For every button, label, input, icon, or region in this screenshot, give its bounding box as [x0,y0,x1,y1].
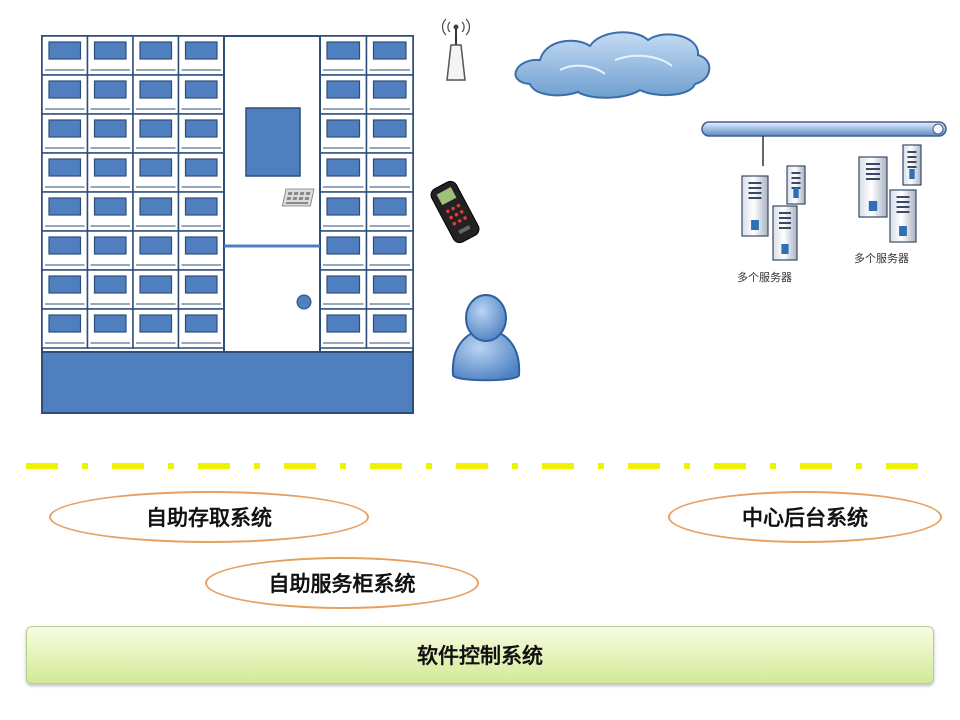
servers-right-label: 多个服务器 [854,252,909,265]
server-icon [889,189,917,243]
server-icon [902,144,922,186]
software-control-system-label: 软件控制系统 [417,644,543,668]
door-screen [245,107,301,177]
antenna-icon [442,18,470,81]
locker-compartment-door [184,275,218,294]
servers-left-label: 多个服务器 [737,271,792,284]
locker-compartment-door [48,119,82,138]
self-access-system-label: 自助存取系统 [146,506,272,530]
locker-compartment-door [93,314,127,333]
cloud-icon [514,31,711,99]
locker-compartment-door [326,236,361,255]
locker-compartment-door [372,275,407,294]
locker-compartment-door [48,80,82,99]
locker-compartment-door [139,236,173,255]
card-terminal-icon [430,180,480,244]
locker-compartment-door [48,275,82,294]
locker-compartment-door [184,119,218,138]
locker-compartment-door [372,314,407,333]
backend-system-oval: 中心后台系统 [668,491,942,543]
locker-compartment-door [326,41,361,60]
locker-compartment-door [93,119,127,138]
locker-compartment-door [326,158,361,177]
server-icon [772,205,798,261]
locker-compartment-door [48,314,82,333]
keypad-icon [281,188,315,207]
cabinet-base [41,351,414,414]
locker-compartment-door [372,197,407,216]
backend-system-label: 中心后台系统 [742,506,868,530]
locker-compartment-door [184,158,218,177]
locker-compartment-door [326,119,361,138]
locker-compartment-door [372,158,407,177]
server-icon [786,165,806,205]
service-cabinet-system-oval: 自助服务柜系统 [205,557,479,609]
locker-compartment-door [139,197,173,216]
locker-compartment-door [139,275,173,294]
locker-compartment-door [184,197,218,216]
self-access-system-oval: 自助存取系统 [49,491,369,543]
locker-compartment-door [372,119,407,138]
user-icon [451,294,521,382]
locker-compartment-door [139,80,173,99]
locker-cells [41,35,414,349]
locker-compartment-door [93,197,127,216]
server-groups [741,144,922,261]
locker-compartment-door [326,197,361,216]
locker-compartment-door [326,80,361,99]
locker-compartment-door [48,158,82,177]
locker-compartment-door [93,236,127,255]
locker-compartment-door [372,41,407,60]
locker-compartment-door [48,236,82,255]
server-icon [741,175,769,237]
locker-compartment-door [326,314,361,333]
locker-compartment-door [326,275,361,294]
locker-compartment-door [139,158,173,177]
locker-compartment-door [48,197,82,216]
locker-cabinet [41,35,414,414]
locker-compartment-door [139,314,173,333]
door-knob [296,294,312,310]
locker-compartment-door [184,236,218,255]
locker-compartment-door [184,314,218,333]
service-cabinet-system-label: 自助服务柜系统 [268,572,416,596]
software-control-system-bar: 软件控制系统 [26,626,934,684]
locker-compartment-door [139,119,173,138]
locker-compartment-door [372,236,407,255]
locker-compartment-door [139,41,173,60]
locker-compartment-door [93,80,127,99]
locker-compartment-door [184,41,218,60]
locker-compartment-door [93,41,127,60]
locker-compartment-door [48,41,82,60]
server-icon [858,156,888,218]
locker-compartment-door [184,80,218,99]
network-bus-icon [701,121,947,166]
locker-compartment-door [93,275,127,294]
locker-compartment-door [372,80,407,99]
locker-compartment-door [93,158,127,177]
